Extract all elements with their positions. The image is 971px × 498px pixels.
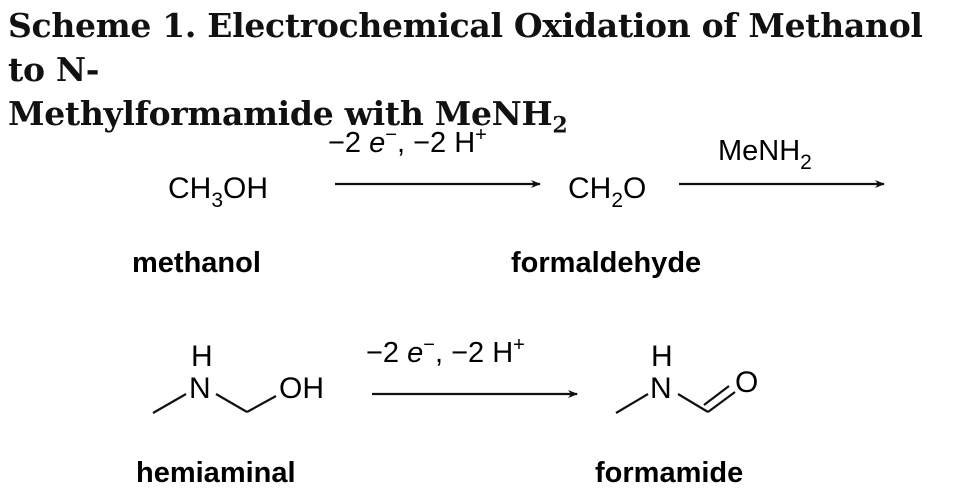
caption-line-1-text: Scheme 1. Electrochemical Oxidation of M… <box>8 6 923 89</box>
caption-line-1: Scheme 1. Electrochemical Oxidation of M… <box>8 4 968 92</box>
methanol-formula-post: OH <box>223 172 268 205</box>
reaction2-proton-charge: + <box>513 334 525 356</box>
formamide-label: formamide <box>595 457 743 489</box>
reaction1-proton-charge: + <box>475 124 487 146</box>
reagent-methylamine-sub: 2 <box>800 151 812 174</box>
hemiaminal-label: hemiaminal <box>136 457 296 489</box>
methanol-formula-sub: 3 <box>211 189 223 212</box>
reaction2-electron-symbol: e <box>407 337 423 369</box>
methanol-label: methanol <box>132 247 261 279</box>
reagent-methylamine: MeNH2 <box>718 135 812 174</box>
formaldehyde-formula-pre: CH <box>568 172 611 205</box>
formamide-n-c-bond <box>677 393 709 413</box>
reaction1-electron-symbol: e <box>369 127 385 159</box>
formamide-n-atom: N <box>650 372 672 405</box>
hemiaminal-oh-group: OH <box>279 372 324 405</box>
reaction2-electron-charge: − <box>423 334 435 356</box>
formaldehyde-formula: CH2O <box>568 172 646 212</box>
formamide-methyl-bond <box>615 393 649 414</box>
reaction1-electron-charge: − <box>385 124 397 146</box>
reaction1-conditions: −2 e−, −2 H+ <box>328 124 487 159</box>
reaction2-conditions-part2: , −2 H <box>435 337 513 369</box>
reaction1-conditions-part2: , −2 H <box>397 127 475 159</box>
reaction1-conditions-part1: −2 <box>328 127 369 159</box>
caption-line-2: Methylformamide with MeNH2 <box>8 92 968 148</box>
formamide-o-atom: O <box>735 366 758 399</box>
methanol-formula: CH3OH <box>168 172 268 212</box>
hemiaminal-methyl-bond <box>152 393 187 414</box>
caption-subscript: 2 <box>552 112 568 139</box>
hemiaminal-c-o-bond <box>246 395 277 413</box>
hemiaminal-h-atom: H <box>191 340 213 373</box>
reagent-methylamine-pre: MeNH <box>718 135 800 167</box>
formaldehyde-label: formaldehyde <box>511 247 701 279</box>
formamide-c-o-bond-1 <box>707 391 736 413</box>
formamide-c-o-bond-2 <box>703 385 730 406</box>
hemiaminal-n-c-bond <box>215 393 248 413</box>
formamide-structure: H N O <box>615 340 758 414</box>
caption-line-2-text: Methylformamide with MeNH <box>8 94 553 133</box>
hemiaminal-structure: H N OH <box>152 340 324 414</box>
reaction2-conditions-part1: −2 <box>366 337 407 369</box>
formaldehyde-formula-post: O <box>623 172 646 205</box>
formamide-h-atom: H <box>651 340 673 373</box>
scheme-caption: Scheme 1. Electrochemical Oxidation of M… <box>8 4 968 148</box>
reaction2-conditions: −2 e−, −2 H+ <box>366 334 525 369</box>
methanol-formula-pre: CH <box>168 172 211 205</box>
hemiaminal-n-atom: N <box>189 372 211 405</box>
formaldehyde-formula-sub: 2 <box>611 189 623 212</box>
